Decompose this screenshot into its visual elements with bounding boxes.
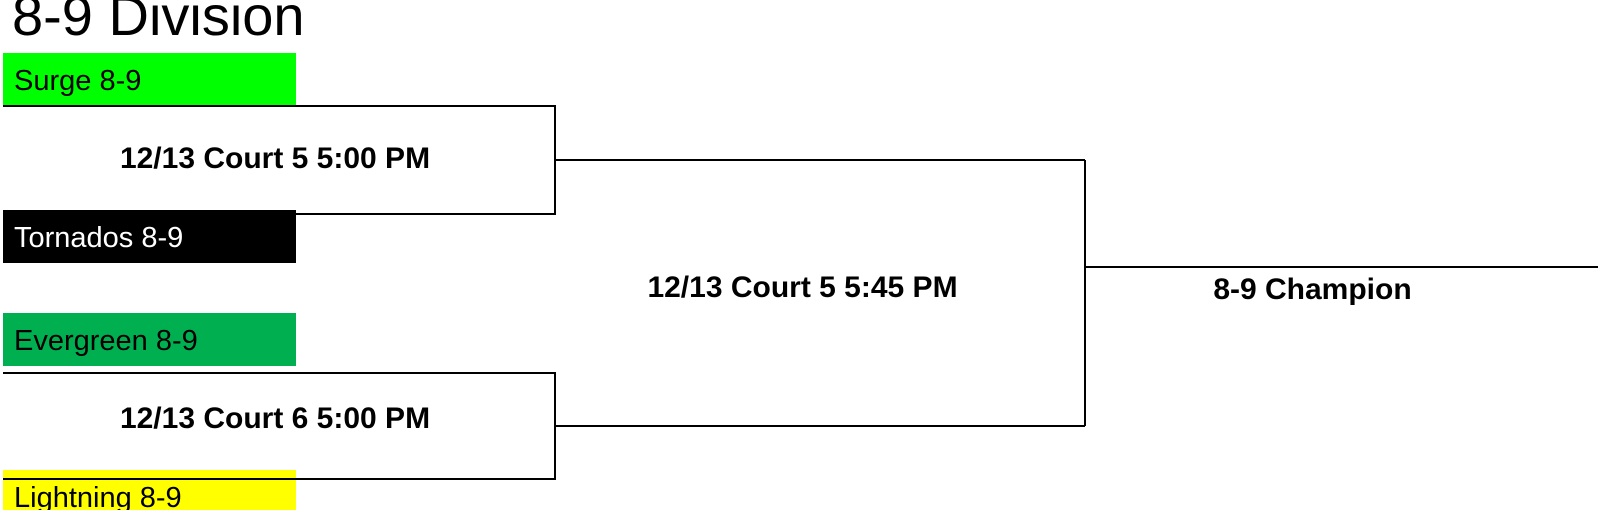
- division-title: 8-9 Division: [12, 0, 305, 47]
- team-slot-surge: Surge 8-9: [3, 53, 296, 106]
- team-slot-evergreen: Evergreen 8-9: [3, 313, 296, 366]
- champion-label: 8-9 Champion: [1213, 273, 1412, 306]
- team-slot-tornados: Tornados 8-9: [3, 210, 296, 263]
- final-game-schedule-label: 12/13 Court 5 5:45 PM: [647, 271, 958, 304]
- game2-schedule-label: 12/13 Court 6 5:00 PM: [119, 402, 431, 435]
- game1-schedule-label: 12/13 Court 5 5:00 PM: [119, 142, 431, 175]
